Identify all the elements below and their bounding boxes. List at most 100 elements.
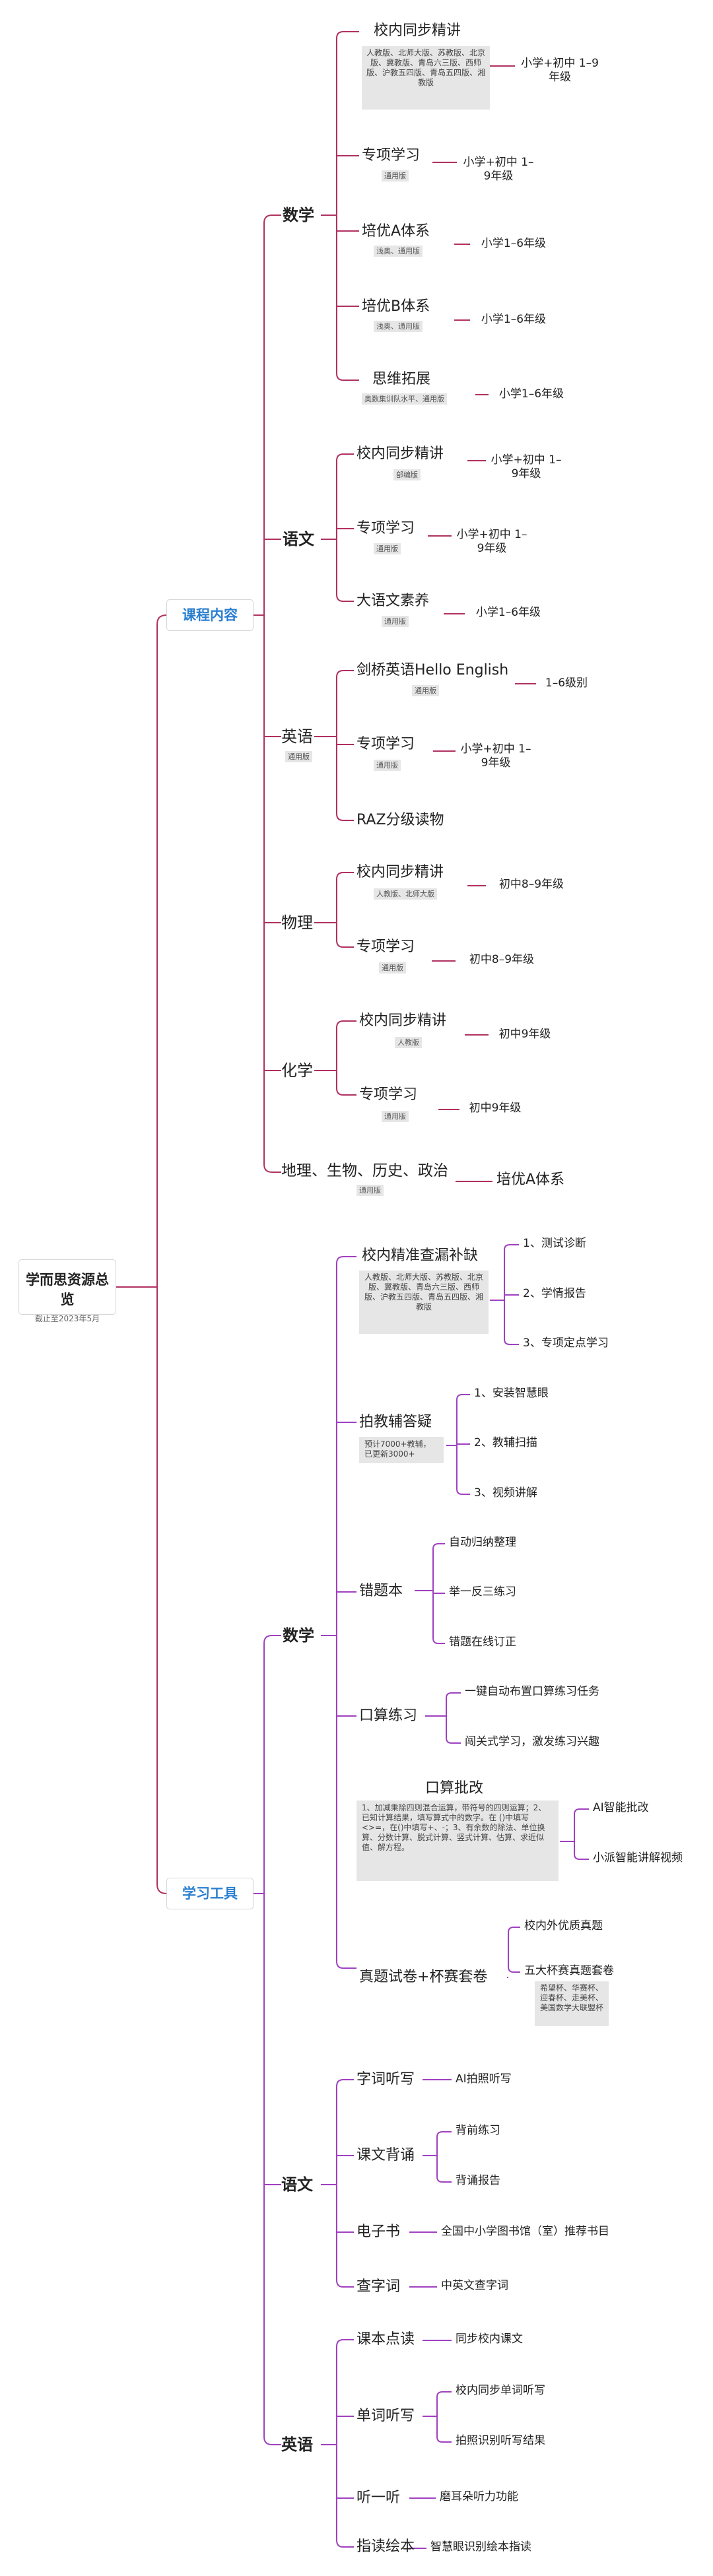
tools-math-check-item-1[interactable]: 1、测试诊断 xyxy=(523,1237,586,1250)
h12b-branch xyxy=(436,2391,452,2398)
h2b-branch xyxy=(456,1394,470,1401)
course-math-think[interactable]: 思维拓展 xyxy=(372,371,431,387)
tools-chinese-lookup[interactable]: 查字词 xyxy=(356,2278,401,2295)
tools-link-branch xyxy=(263,1635,281,1644)
root-link-branch xyxy=(156,1884,167,1894)
course-math-special[interactable]: 专项学习 xyxy=(362,147,421,164)
h1b-branch xyxy=(504,1338,519,1345)
course-math-b[interactable]: 培优B体系 xyxy=(362,298,430,315)
tools-chinese[interactable]: 语文 xyxy=(281,2175,313,2194)
teng-link-branch xyxy=(336,2540,354,2548)
tools-math-check-item-3[interactable]: 3、专项定点学习 xyxy=(523,1337,609,1350)
course-math-a-tag: 浅奥、通用版 xyxy=(374,246,423,257)
tools-math-qa[interactable]: 拍教辅答疑 xyxy=(359,1414,432,1430)
h4b-branch xyxy=(446,1692,461,1699)
tools-chinese-ebook-item-1[interactable]: 全国中小学图书馆（室）推荐书目 xyxy=(441,2225,609,2238)
tools-math-wrong-item-2[interactable]: 举一反三练习 xyxy=(449,1585,516,1599)
h8b-branch xyxy=(436,2176,452,2183)
tools-english-dictation-item-1[interactable]: 校内同步单词听写 xyxy=(456,2384,545,2397)
tools-math-oral-item-1[interactable]: 一键自动布置口算练习任务 xyxy=(465,1685,599,1698)
cmath-link-branch xyxy=(336,31,359,39)
tools-math-qa-note: 预计7000+教辅，已更新3000+ xyxy=(359,1437,444,1463)
h1b-branch xyxy=(504,1244,519,1251)
tools-chinese-dictation-item-1[interactable]: AI拍照听写 xyxy=(456,2072,512,2086)
course-math-think-grade: 小学1–6年级 xyxy=(498,387,564,401)
course-math-sync[interactable]: 校内同步精讲 xyxy=(374,22,461,39)
course-english-special[interactable]: 专项学习 xyxy=(356,736,415,752)
course-math-a[interactable]: 培优A体系 xyxy=(362,223,430,240)
section-learning-tools[interactable]: 学习工具 xyxy=(166,1878,254,1909)
tools-link-branch xyxy=(263,2436,281,2445)
course-physics-sync-grade: 初中8–9年级 xyxy=(498,878,564,891)
course-physics-sync-tag: 人教版、北师大版 xyxy=(374,888,437,900)
root-node[interactable]: 学而思资源总览 截止至2023年5月 xyxy=(18,1259,116,1323)
tools-math-grading[interactable]: 口算批改 xyxy=(425,1780,484,1797)
tools-math-exam-item-2[interactable]: 五大杯赛真题套卷 xyxy=(524,1964,614,1977)
tools-english-dictation-item-2[interactable]: 拍照识别听写结果 xyxy=(456,2434,545,2447)
tools-math-oral[interactable]: 口算练习 xyxy=(359,1707,418,1724)
tools-english-dictation[interactable]: 单词听写 xyxy=(356,2408,415,2424)
section-course-content[interactable]: 课程内容 xyxy=(166,599,254,631)
tools-english-picture-item-1[interactable]: 智慧眼识别绘本指读 xyxy=(430,2540,531,2554)
root-title: 学而思资源总览 xyxy=(26,1272,109,1307)
tools-chinese-recite-item-1[interactable]: 背前练习 xyxy=(456,2124,500,2137)
tools-math-wrong[interactable]: 错题本 xyxy=(359,1583,403,1599)
tools-math-exam[interactable]: 真题试卷+杯赛套卷 xyxy=(359,1969,488,1985)
course-chemistry-special[interactable]: 专项学习 xyxy=(359,1086,418,1103)
course-english[interactable]: 英语 xyxy=(281,727,313,746)
tools-chinese-ebook[interactable]: 电子书 xyxy=(356,2224,401,2240)
tools-math-check-item-2[interactable]: 2、学情报告 xyxy=(523,1287,586,1300)
tools-math-check-note: 人教版、北师大版、苏教版、北京版、冀教版、青岛六三版、西师版、沪教五四版、青岛五… xyxy=(359,1271,489,1334)
ceng-link-branch xyxy=(336,813,354,821)
course-math-b-grade: 小学1–6年级 xyxy=(481,313,547,326)
course-others-item[interactable]: 培优A体系 xyxy=(496,1172,565,1188)
h5b-branch xyxy=(574,1853,589,1860)
course-chinese-literacy[interactable]: 大语文素养 xyxy=(356,593,430,609)
course-english-cambridge[interactable]: 剑桥英语Hello English xyxy=(356,662,509,678)
tools-math-oral-item-2[interactable]: 闯关式学习，激发练习兴趣 xyxy=(465,1735,599,1748)
course-chinese[interactable]: 语文 xyxy=(283,530,314,548)
tools-chinese-dictation[interactable]: 字词听写 xyxy=(356,2071,415,2088)
course-chemistry[interactable]: 化学 xyxy=(281,1061,313,1080)
course-others[interactable]: 地理、生物、历史、政治 xyxy=(281,1162,448,1179)
tools-math-wrong-item-1[interactable]: 自动归纳整理 xyxy=(449,1536,516,1549)
course-chinese-sync[interactable]: 校内同步精讲 xyxy=(356,446,444,462)
tools-english-listen-item-1[interactable]: 磨耳朵听力功能 xyxy=(440,2490,518,2503)
course-math[interactable]: 数学 xyxy=(283,206,314,224)
tools-chinese-lookup-item-1[interactable]: 中英文查字词 xyxy=(441,2279,508,2292)
tools-math[interactable]: 数学 xyxy=(283,1626,314,1645)
tools-math-qa-item-1[interactable]: 1、安装智慧眼 xyxy=(474,1387,549,1400)
course-english-tag: 通用版 xyxy=(285,751,312,762)
tools-math-wrong-item-3[interactable]: 错题在线订正 xyxy=(449,1635,516,1649)
tools-english-picture[interactable]: 指读绘本 xyxy=(356,2538,415,2555)
tools-english-read[interactable]: 课本点读 xyxy=(356,2331,415,2348)
course-english-raz[interactable]: RAZ分级读物 xyxy=(356,812,444,828)
tmath-link-branch xyxy=(336,1961,356,1969)
course-math-sync-note: 人教版、北师大版、苏教版、北京版、冀教版、青岛六三版、西师版、沪教五四版、青岛五… xyxy=(362,46,490,110)
course-physics-special-grade: 初中8–9年级 xyxy=(469,953,535,966)
course-physics-sync[interactable]: 校内同步精讲 xyxy=(356,864,444,880)
tools-math-check[interactable]: 校内精准查漏补缺 xyxy=(362,1247,479,1264)
course-chinese-special[interactable]: 专项学习 xyxy=(356,520,415,537)
tools-english-listen[interactable]: 听一听 xyxy=(356,2490,401,2506)
course-chemistry-special-tag: 通用版 xyxy=(382,1111,409,1122)
cphy-link-branch xyxy=(336,940,354,948)
tools-math-exam-item-1[interactable]: 校内外优质真题 xyxy=(524,1919,603,1932)
tools-math-grading-item-1[interactable]: AI智能批改 xyxy=(593,1801,649,1814)
tools-english[interactable]: 英语 xyxy=(281,2435,313,2454)
course-math-think-tag: 奥数集训队水平、通用版 xyxy=(362,393,447,405)
h12b-branch xyxy=(436,2436,452,2443)
tools-math-grading-item-2[interactable]: 小派智能讲解视频 xyxy=(593,1851,683,1865)
course-physics-special[interactable]: 专项学习 xyxy=(356,939,415,955)
tools-chinese-recite-item-2[interactable]: 背诵报告 xyxy=(456,2174,500,2187)
course-chemistry-sync[interactable]: 校内同步精讲 xyxy=(359,1012,447,1029)
course-chemistry-sync-tag: 人教版 xyxy=(395,1037,422,1048)
tools-math-qa-item-3[interactable]: 3、视频讲解 xyxy=(474,1486,537,1500)
tools-chinese-recite[interactable]: 课文背诵 xyxy=(356,2147,415,2163)
tools-english-read-item-1[interactable]: 同步校内课文 xyxy=(456,2332,523,2346)
tools-math-qa-item-2[interactable]: 2、教辅扫描 xyxy=(474,1436,537,1449)
course-math-b-tag: 浅奥、通用版 xyxy=(374,321,423,332)
course-physics[interactable]: 物理 xyxy=(281,913,313,932)
course-link-branch xyxy=(263,1164,281,1173)
